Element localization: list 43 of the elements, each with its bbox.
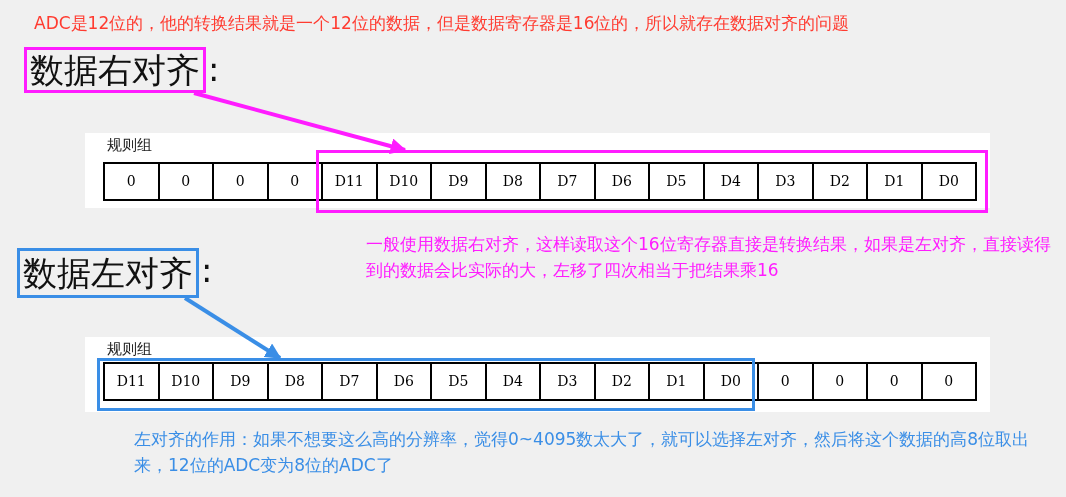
register-cell: 0: [212, 162, 267, 201]
register-cell: 0: [157, 162, 212, 201]
note-text: 左对齐的作用：如果不想要这么高的分辨率，觉得0~4095数太大了，就可以选择左对齐，然后将这个数据的高8位取出来，12位的ADC变为8位的ADC了: [134, 428, 1031, 477]
register-cell: D9: [430, 162, 485, 201]
register-cell: D2: [593, 362, 648, 401]
register-cell: D1: [648, 362, 703, 401]
register-cell: D5: [430, 362, 485, 401]
table-caption: 规则组: [107, 340, 152, 359]
highlight-box: [97, 358, 755, 411]
register-cell: D11: [321, 162, 376, 201]
register-cell: D5: [648, 162, 703, 201]
register-cell: D8: [266, 362, 321, 401]
register-cell: D4: [484, 362, 539, 401]
register-cell: 0: [757, 362, 812, 401]
register-cell: D7: [539, 162, 594, 201]
register-cell: 0: [920, 362, 977, 401]
register-cell: D2: [811, 162, 866, 201]
colon: :: [201, 250, 213, 290]
note-text: ADC是12位的，他的转换结果就是一个12位的数据，但是数据寄存器是16位的，所以就存在数据对齐的问题: [34, 12, 851, 35]
table-caption: 规则组: [107, 136, 152, 155]
register-cell: D6: [375, 362, 430, 401]
register-cell: D0: [920, 162, 977, 201]
arrow: [193, 91, 407, 154]
highlight-box: [316, 150, 988, 213]
register-cell: D11: [103, 362, 158, 401]
heading-box: 数据右对齐: [24, 47, 206, 93]
register-cell: D3: [539, 362, 594, 401]
register-cell: D10: [157, 362, 212, 401]
colon: :: [208, 49, 220, 89]
register-cell: 0: [866, 362, 921, 401]
register-cell: 0: [103, 162, 158, 201]
register-cell: D8: [484, 162, 539, 201]
heading-box: 数据左对齐: [17, 248, 199, 298]
register-cell: D10: [375, 162, 430, 201]
register-cell: D1: [866, 162, 921, 201]
register-cell: D4: [702, 162, 757, 201]
note-text: 一般使用数据右对齐，这样读取这个16位寄存器直接是转换结果，如果是左对齐，直接读得到的数据会比实际的大，左移了四次相当于把结果乘16: [366, 233, 1052, 282]
register-cell: D7: [321, 362, 376, 401]
register-cell: D3: [757, 162, 812, 201]
register-cell: D6: [593, 162, 648, 201]
arrow: [183, 296, 282, 360]
register-cell: 0: [811, 362, 866, 401]
register-cell: D9: [212, 362, 267, 401]
